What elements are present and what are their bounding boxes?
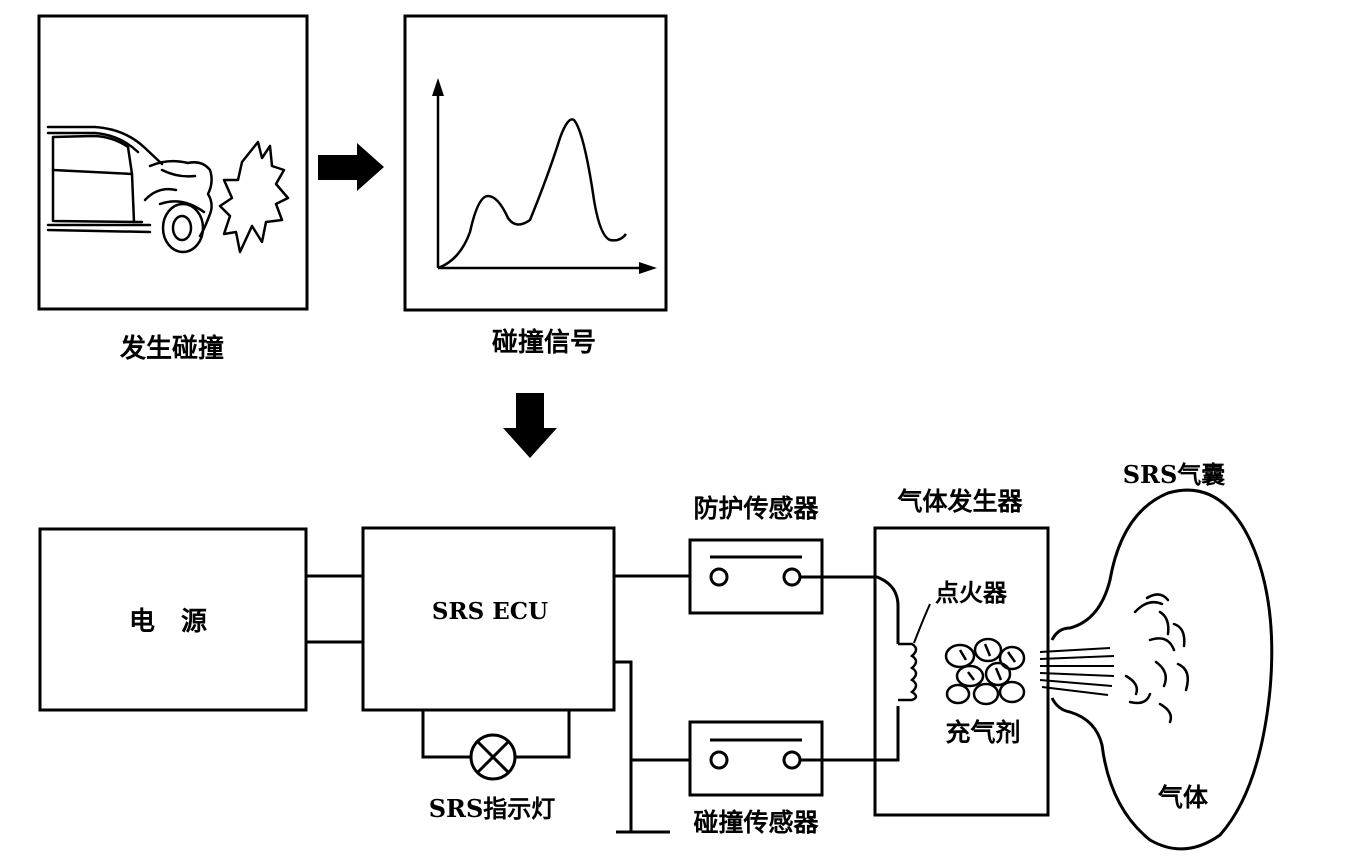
signal-panel — [403, 14, 668, 312]
srs-ecu-label: SRS ECU — [432, 598, 548, 625]
car-crash-illustration — [46, 125, 290, 254]
gas-generator-label: 气体发生器 — [896, 487, 1023, 516]
collision-panel — [37, 14, 309, 311]
indicator-lamp-label: SRS指示灯 — [429, 794, 556, 823]
arrow-down-icon — [503, 393, 557, 458]
igniter-leader-line — [913, 603, 931, 644]
airbag-inflation-puffs-icon — [1124, 593, 1189, 724]
propellant-pellets-icon — [944, 637, 1026, 706]
crash-sensor-switch-icon — [709, 738, 802, 770]
y-axis-arrow-icon — [432, 78, 444, 96]
igniter-label: 点火器 — [935, 578, 1008, 607]
power-supply-box — [38, 527, 308, 712]
airbag-label: SRS气囊 — [1123, 460, 1226, 489]
propellant-label: 充气剂 — [945, 718, 1020, 747]
indicator-lamp-wiring — [421, 710, 571, 759]
igniter-coil-icon — [898, 642, 918, 702]
indicator-lamp-icon — [469, 733, 517, 781]
safing-sensor-switch-icon — [709, 555, 802, 587]
sensor-generator-wires — [800, 575, 900, 762]
gas-stream-lines — [1039, 647, 1115, 696]
gas-generator-box — [873, 526, 1050, 817]
srs-ecu-box — [361, 526, 616, 712]
collision-signal-label: 碰撞信号 — [492, 328, 596, 358]
safing-sensor-label: 防护传感器 — [693, 494, 819, 523]
arrow-right-icon — [318, 143, 384, 191]
crash-sensor-label: 碰撞传感器 — [693, 808, 819, 837]
collision-label: 发生碰撞 — [119, 333, 224, 364]
signal-waveform-graph — [436, 90, 645, 270]
x-axis-arrow-icon — [639, 262, 657, 274]
ecu-sensor-wires — [614, 574, 690, 834]
power-supply-label: 电 源 — [129, 607, 207, 637]
gas-label: 气体 — [1157, 783, 1209, 812]
power-ecu-wires — [306, 574, 363, 644]
airbag-outline — [1050, 488, 1274, 851]
